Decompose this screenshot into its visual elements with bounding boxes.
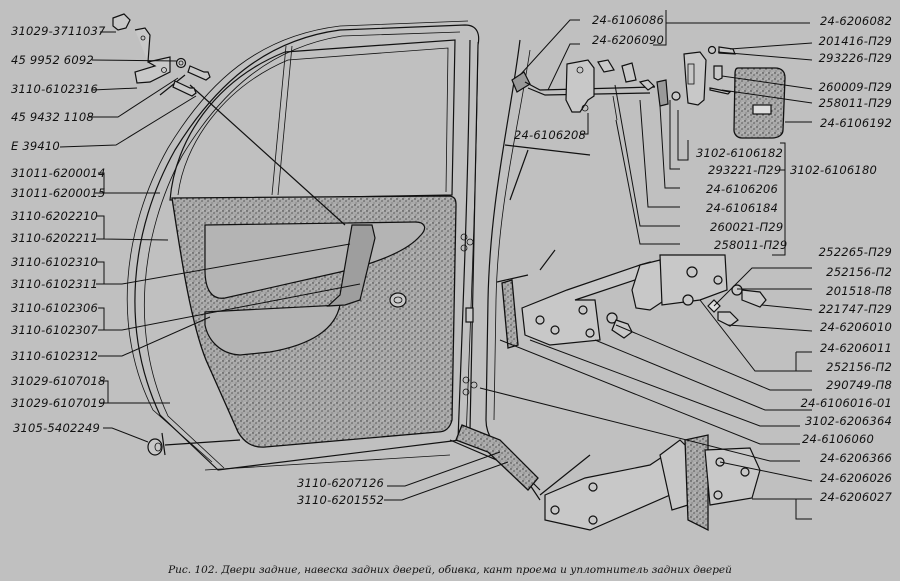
washer-upper [606,312,618,324]
callout-label: 24-6106206 [706,182,778,196]
callouts-top: 24-6106086 24-6206090 24-6106208 [514,13,664,142]
callouts-left: 31029-3711037 45 9952 6092 3110-6102316 … [11,24,106,435]
callout-label: 45 9432 1108 [11,110,94,124]
callout-label: 3110-6207126 [297,476,384,490]
callout-label: 201518-П8 [826,284,892,298]
callout-label: 252156-П2 [826,360,892,374]
callout-label: 24-6106086 [592,13,664,27]
callout-label: 24-6206026 [820,471,892,485]
callout-label: 3110-6102307 [11,323,99,337]
callout-label: 3110-6102306 [11,301,98,315]
screw-part [187,65,211,81]
figure-caption: Рис. 102. Двери задние, навеска задних д… [167,564,732,576]
callout-label: 3102-6106182 [696,146,783,160]
callout-label: 24-6106016-01 [801,396,892,410]
leader-lines [59,10,813,520]
seal-pad-part [501,279,519,349]
door-check-assembly [504,45,786,201]
callout-label: 258011-П29 [714,238,787,252]
callout-label: 260021-П29 [710,220,783,234]
callout-label: 260009-П29 [819,80,892,94]
screw-part-2 [172,80,197,97]
callout-label: 252156-П2 [826,265,892,279]
callout-label: 31011-6200014 [11,166,106,180]
callout-label: 31029-6107019 [11,396,106,410]
callout-label: 45 9952 6092 [11,53,94,67]
washer-part [175,57,187,69]
callout-label: 258011-П29 [819,96,892,110]
callout-label: 293226-П29 [819,51,892,65]
callout-label: 24-6106060 [802,432,874,446]
callout-label: 201416-П29 [819,34,892,48]
hinge-pad-part [684,434,709,532]
callout-label: 3110-6102312 [11,349,98,363]
callout-label: 3110-6201552 [297,493,384,507]
callout-label: 3110-6202210 [11,209,98,223]
callouts-bottom: 3110-6207126 3110-6201552 [297,476,384,507]
callout-label: 252265-П29 [819,245,892,259]
door-seal [455,424,539,491]
lower-hinge-assembly [539,434,761,532]
callout-label: 24-6106184 [706,201,778,215]
callout-label: 3102-6206364 [805,414,892,428]
callout-label: 3102-6106180 [790,163,877,177]
callout-label: 24-6206011 [820,341,892,355]
bracket-part [134,27,171,84]
callout-label: 24-6206027 [820,490,892,504]
callout-label: 290749-П8 [826,378,892,392]
clip-part [112,13,131,31]
callout-label: 31011-6200015 [11,186,106,200]
callout-label: 293221-П29 [708,163,781,177]
callout-label: 24-6206010 [820,320,892,334]
callout-label: 24-6206366 [820,451,892,465]
callout-label: 3110-6102311 [11,277,98,291]
callout-label: 3110-6202211 [11,231,98,245]
callout-label: 31029-3711037 [11,24,106,38]
bracket-assembly [112,13,241,456]
callout-label: 24-6106208 [514,128,586,142]
callouts-right: 24-6206082 201416-П29 293226-П29 260009-… [790,14,892,504]
callout-label: 3110-6102310 [11,255,98,269]
callout-label: 24-6206082 [820,14,892,28]
callout-label: 3110-6102316 [11,82,98,96]
callout-label: 31029-6107018 [11,374,106,388]
callout-label: E 39410 [11,139,60,153]
callout-label: 24-6106192 [820,116,892,130]
callout-label: 24-6206090 [592,33,664,47]
callout-label: 221747-П29 [819,302,892,316]
callout-label: 3105-5402249 [13,421,100,435]
callouts-center: 3102-6106182 293221-П29 24-6106206 24-61… [696,146,787,252]
lock-cover-part [733,67,786,139]
rear-door-illustration [126,20,541,501]
